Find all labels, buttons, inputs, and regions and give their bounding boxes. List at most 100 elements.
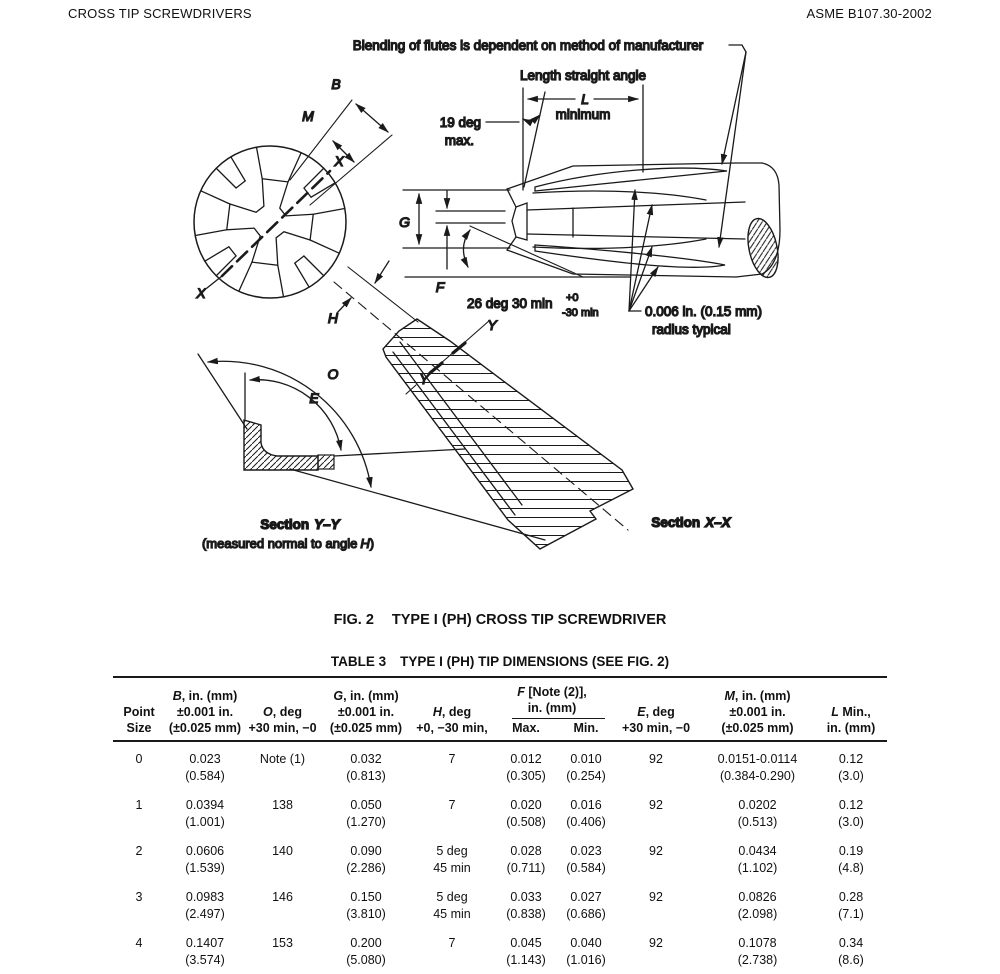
section-axis-xx-tail	[206, 275, 223, 289]
lower-flute	[534, 244, 726, 268]
table-cell-e: 92	[649, 752, 663, 766]
table-number: TABLE 3	[330, 654, 387, 669]
length-straight-angle-label: Length straight angle	[520, 68, 646, 83]
radius-label-2: radius typical	[652, 322, 731, 337]
table-cell-m: 0.0826(2.098)	[737, 890, 778, 921]
col-header-point-size: Point Size	[123, 705, 155, 735]
upper-flute-groove	[532, 190, 707, 201]
angle26-label: 26 deg 30 min	[467, 296, 553, 311]
f-label: F	[436, 279, 446, 295]
b-label: B	[331, 76, 340, 92]
g-f-dimensions: G F 26 deg 30 min +0 -30 min	[398, 189, 631, 320]
table-cell-l: 0.12(3.0)	[838, 752, 864, 783]
table-cell-f_max: 0.045(1.143)	[506, 936, 546, 967]
x-label-upper: X	[333, 153, 344, 169]
cross-recess-outline	[225, 177, 315, 267]
table-cell-l: 0.19(4.8)	[838, 844, 864, 875]
shank-section-hatch	[747, 217, 779, 279]
table-cell-e: 92	[649, 936, 663, 950]
col-header-e: E, deg +30 min, −0	[621, 705, 691, 735]
table-cell-f_max: 0.028(0.711)	[506, 844, 546, 875]
table-cell-point: 0	[135, 752, 143, 766]
yy-wing-piece	[317, 454, 335, 470]
table-cell-o: 153	[272, 936, 293, 950]
h-label: H	[328, 310, 339, 326]
y-label-1: Y	[487, 317, 498, 333]
table-cell-e: 92	[649, 890, 663, 904]
col-header-b: B, in. (mm) ±0.001 in. (±0.025 mm)	[168, 689, 242, 735]
table-cell-l: 0.28(7.1)	[838, 890, 864, 921]
slot-line-top	[526, 201, 746, 211]
table-cell-o: 138	[272, 798, 293, 812]
col-header-h: H, deg +0, −30 min,	[416, 705, 488, 735]
table-cell-g: 0.090(2.286)	[346, 844, 386, 875]
upper-flute	[534, 167, 728, 192]
e-label: E	[309, 390, 319, 406]
dim-ext-line-inner	[289, 99, 353, 181]
table-cell-h: 7	[448, 752, 456, 766]
col-header-f-group: F [Note (2)], in. (mm) Max. Min.	[492, 684, 612, 736]
angle26-tol-minus: -30 min	[562, 307, 599, 319]
dim-ext-line-outer	[309, 134, 393, 206]
table-header-row: Point Size B, in. (mm) ±0.001 in. (±0.02…	[113, 678, 887, 742]
table-row: 1 0.0394(1.001) 138 0.050(1.270) 7 0.020(0.50…	[113, 797, 887, 831]
table-cell-h: 7	[448, 936, 456, 950]
section-axis-xx	[220, 169, 332, 278]
table-cell-f_max: 0.020(0.508)	[506, 798, 546, 829]
table-cell-f_min: 0.023(0.584)	[566, 844, 606, 875]
angle19-label-2: max.	[445, 133, 474, 148]
table-cell-h: 7	[448, 798, 456, 812]
taper-angle-dimensions: 19 deg max. L minimum Length straight an…	[439, 67, 647, 191]
x-label-lower: X	[195, 285, 206, 301]
table-cell-point: 3	[135, 890, 143, 904]
table-cell-f_max: 0.012(0.305)	[506, 752, 546, 783]
table-cell-f_max: 0.033(0.838)	[506, 890, 546, 921]
blade-bottom-edge	[506, 249, 737, 278]
yy-section-line-2	[405, 384, 417, 395]
blending-arrow-2	[717, 51, 747, 249]
tip-dimensions-table: Point Size B, in. (mm) ±0.001 in. (±0.02…	[113, 676, 887, 969]
blending-leader	[728, 44, 747, 53]
table-cell-g: 0.032(0.813)	[346, 752, 386, 783]
table-cell-b: 0.023(0.584)	[185, 752, 225, 783]
table-cell-point: 4	[135, 936, 143, 950]
blending-note: Blending of flutes is dependent on metho…	[353, 38, 704, 53]
doc-standard-number: ASME B107.30-2002	[806, 6, 932, 21]
b-dim-arrow	[355, 103, 389, 133]
table-cell-b: 0.0983(2.497)	[185, 890, 225, 921]
slot-line-bottom	[526, 233, 746, 240]
m-dim-arrow	[332, 140, 355, 163]
table-cell-e: 92	[649, 844, 663, 858]
table-cell-f_min: 0.010(0.254)	[566, 752, 606, 783]
col-header-f-max: Max.	[512, 721, 540, 735]
tip-side-view	[506, 162, 781, 279]
table-cell-point: 1	[135, 798, 143, 812]
table-cell-g: 0.050(1.270)	[346, 798, 386, 829]
y-label-2: Y	[419, 371, 430, 387]
e-angle-arc	[248, 375, 343, 452]
table-cell-m: 0.1078(2.738)	[737, 936, 778, 967]
table-title-text: TYPE I (PH) TIP DIMENSIONS (SEE FIG. 2)	[400, 654, 670, 669]
tip-end-view: X X B M	[193, 75, 393, 302]
angle19-arc	[522, 114, 541, 127]
table-cell-b: 0.0394(1.001)	[185, 798, 225, 829]
table-title: TABLE 3 TYPE I (PH) TIP DIMENSIONS (SEE F…	[0, 654, 1000, 669]
table-cell-g: 0.150(3.810)	[346, 890, 386, 921]
angle26-tol-plus: +0	[566, 292, 579, 304]
table-cell-o: 140	[272, 844, 293, 858]
col-header-l: L Min., in. (mm)	[826, 705, 876, 735]
table-cell-f_min: 0.027(0.686)	[566, 890, 606, 921]
table-cell-l: 0.12(3.0)	[838, 798, 864, 829]
page-header: CROSS TIP SCREWDRIVERS ASME B107.30-2002	[68, 6, 932, 21]
m-label: M	[302, 108, 314, 124]
